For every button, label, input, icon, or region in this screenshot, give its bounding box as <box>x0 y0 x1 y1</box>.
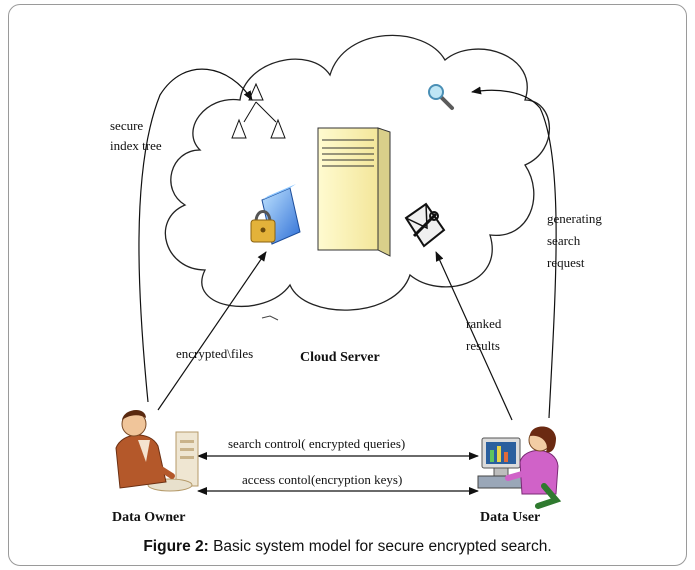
label-access-control: access contol(encryption keys) <box>242 472 403 487</box>
cloud-mark <box>261 315 279 321</box>
envelope-key-icon <box>404 202 446 248</box>
label-index-tree: index tree <box>110 138 162 153</box>
label-data-user: Data User <box>480 510 541 525</box>
label-search-control: search control( encrypted queries) <box>228 436 406 451</box>
lock-folder-icon <box>250 184 301 245</box>
arrow-encrypted-files <box>157 251 267 411</box>
label-encrypted-files: encrypted\files <box>176 346 254 361</box>
label-data-owner: Data Owner <box>112 510 186 525</box>
arrow-ranked-results <box>435 251 513 421</box>
arrow-secure-index <box>138 68 253 403</box>
server-icon <box>317 127 391 257</box>
figure-frame <box>8 4 687 566</box>
caption-text: Basic system model for secure encrypted … <box>208 538 552 555</box>
label-secure: secure <box>110 118 144 133</box>
label-generating: generating <box>547 211 602 226</box>
magnifier-icon <box>428 84 454 110</box>
data-owner-figure <box>115 409 199 492</box>
figure-caption: Figure 2: Basic system model for secure … <box>0 538 695 556</box>
label-search: search <box>547 233 581 248</box>
caption-prefix: Figure 2: <box>143 538 209 555</box>
label-results: results <box>466 338 500 353</box>
arrow-search-request <box>471 86 557 419</box>
label-cloud-server: Cloud Server <box>300 350 380 365</box>
data-user-figure <box>477 426 562 509</box>
label-request: request <box>547 255 585 270</box>
label-ranked: ranked <box>466 316 502 331</box>
